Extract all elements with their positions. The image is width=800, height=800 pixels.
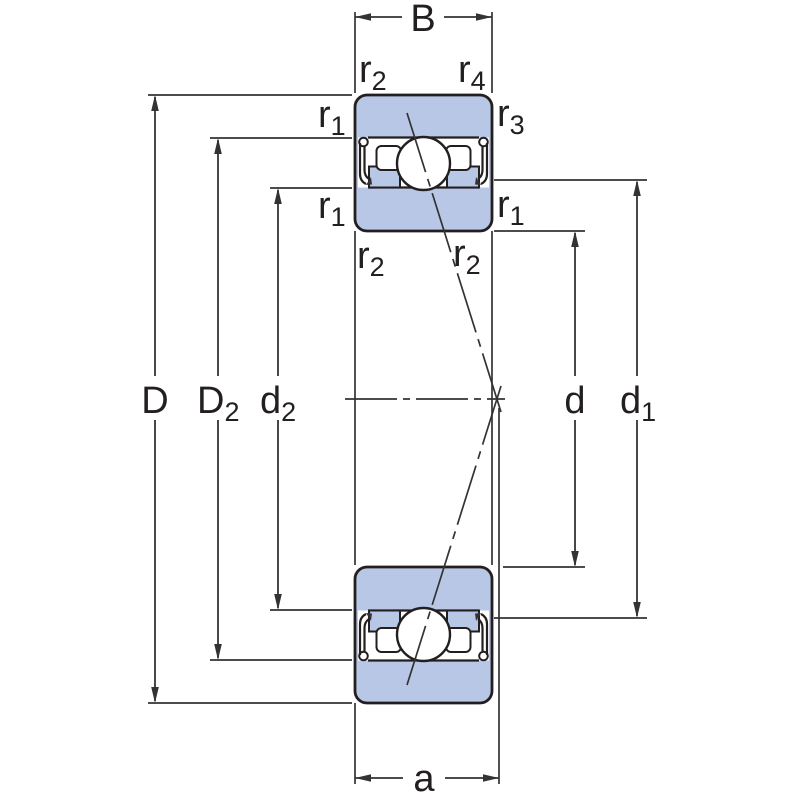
dimension-a [355,774,499,782]
dimension-D2 [214,138,222,660]
dim-label-a: a [413,758,435,800]
dim-label-d: d [564,380,585,422]
dimension-d2 [274,188,282,610]
seal-left [358,136,372,185]
dimension-d [571,231,579,567]
extension-lines [148,12,647,784]
contact-angle-line-bottom [406,385,502,686]
dimension-D [151,95,159,703]
contact-angle-line-top [406,112,502,413]
dim-label-D: D [141,380,168,422]
dim-label-d1: d1 [620,380,656,427]
radius-label-r2-below-left: r2 [357,235,385,282]
seal-right [475,136,489,185]
centerlines [345,112,505,686]
dim-label-B: B [410,0,435,40]
radius-label-r2-below-right: r2 [453,233,481,280]
dim-label-d2: d2 [260,380,296,427]
radius-label-r3-upper-right: r3 [497,93,525,140]
dim-label-D2: D2 [197,380,239,427]
dimension-B [355,13,492,21]
radius-label-r2-top-left: r2 [359,49,387,96]
labels: B a D D2 d2 d d1 r2 r4 r1 r3 r1 r1 r2 r2 [141,0,656,800]
top-bearing-section [353,93,494,233]
dimension-d1 [633,180,641,618]
radius-label-r4-top-right: r4 [458,49,486,96]
radius-label-r1-upper-left: r1 [318,94,346,141]
radius-label-r1-mid-right: r1 [497,184,525,231]
radius-label-r1-mid-left: r1 [318,185,346,232]
